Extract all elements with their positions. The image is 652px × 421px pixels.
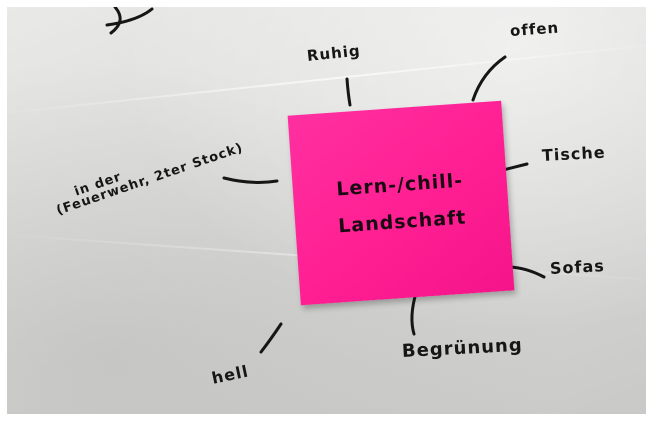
label-tische: Tische [541, 142, 607, 165]
label-offen: offen [509, 18, 560, 40]
connector-ruhig [345, 77, 352, 107]
partial-arrow-stroke [109, 7, 122, 35]
label-sofas: Sofas [549, 256, 606, 278]
sticky-note-line2: Landschaft [337, 206, 468, 238]
sticky-note-line1: Lern-/chill- [335, 169, 464, 201]
connector-begruenung [410, 291, 418, 336]
mindmap-photo: Ruhig offen Tische Sofas Begrünung hell … [7, 7, 646, 414]
partial-arrow-stroke [105, 7, 154, 27]
sticky-note: Lern-/chill- Landschaft [287, 100, 515, 306]
connector-offen [471, 55, 507, 102]
connector-hell [259, 322, 283, 354]
connector-location [222, 176, 279, 184]
connector-sofas [508, 265, 546, 279]
